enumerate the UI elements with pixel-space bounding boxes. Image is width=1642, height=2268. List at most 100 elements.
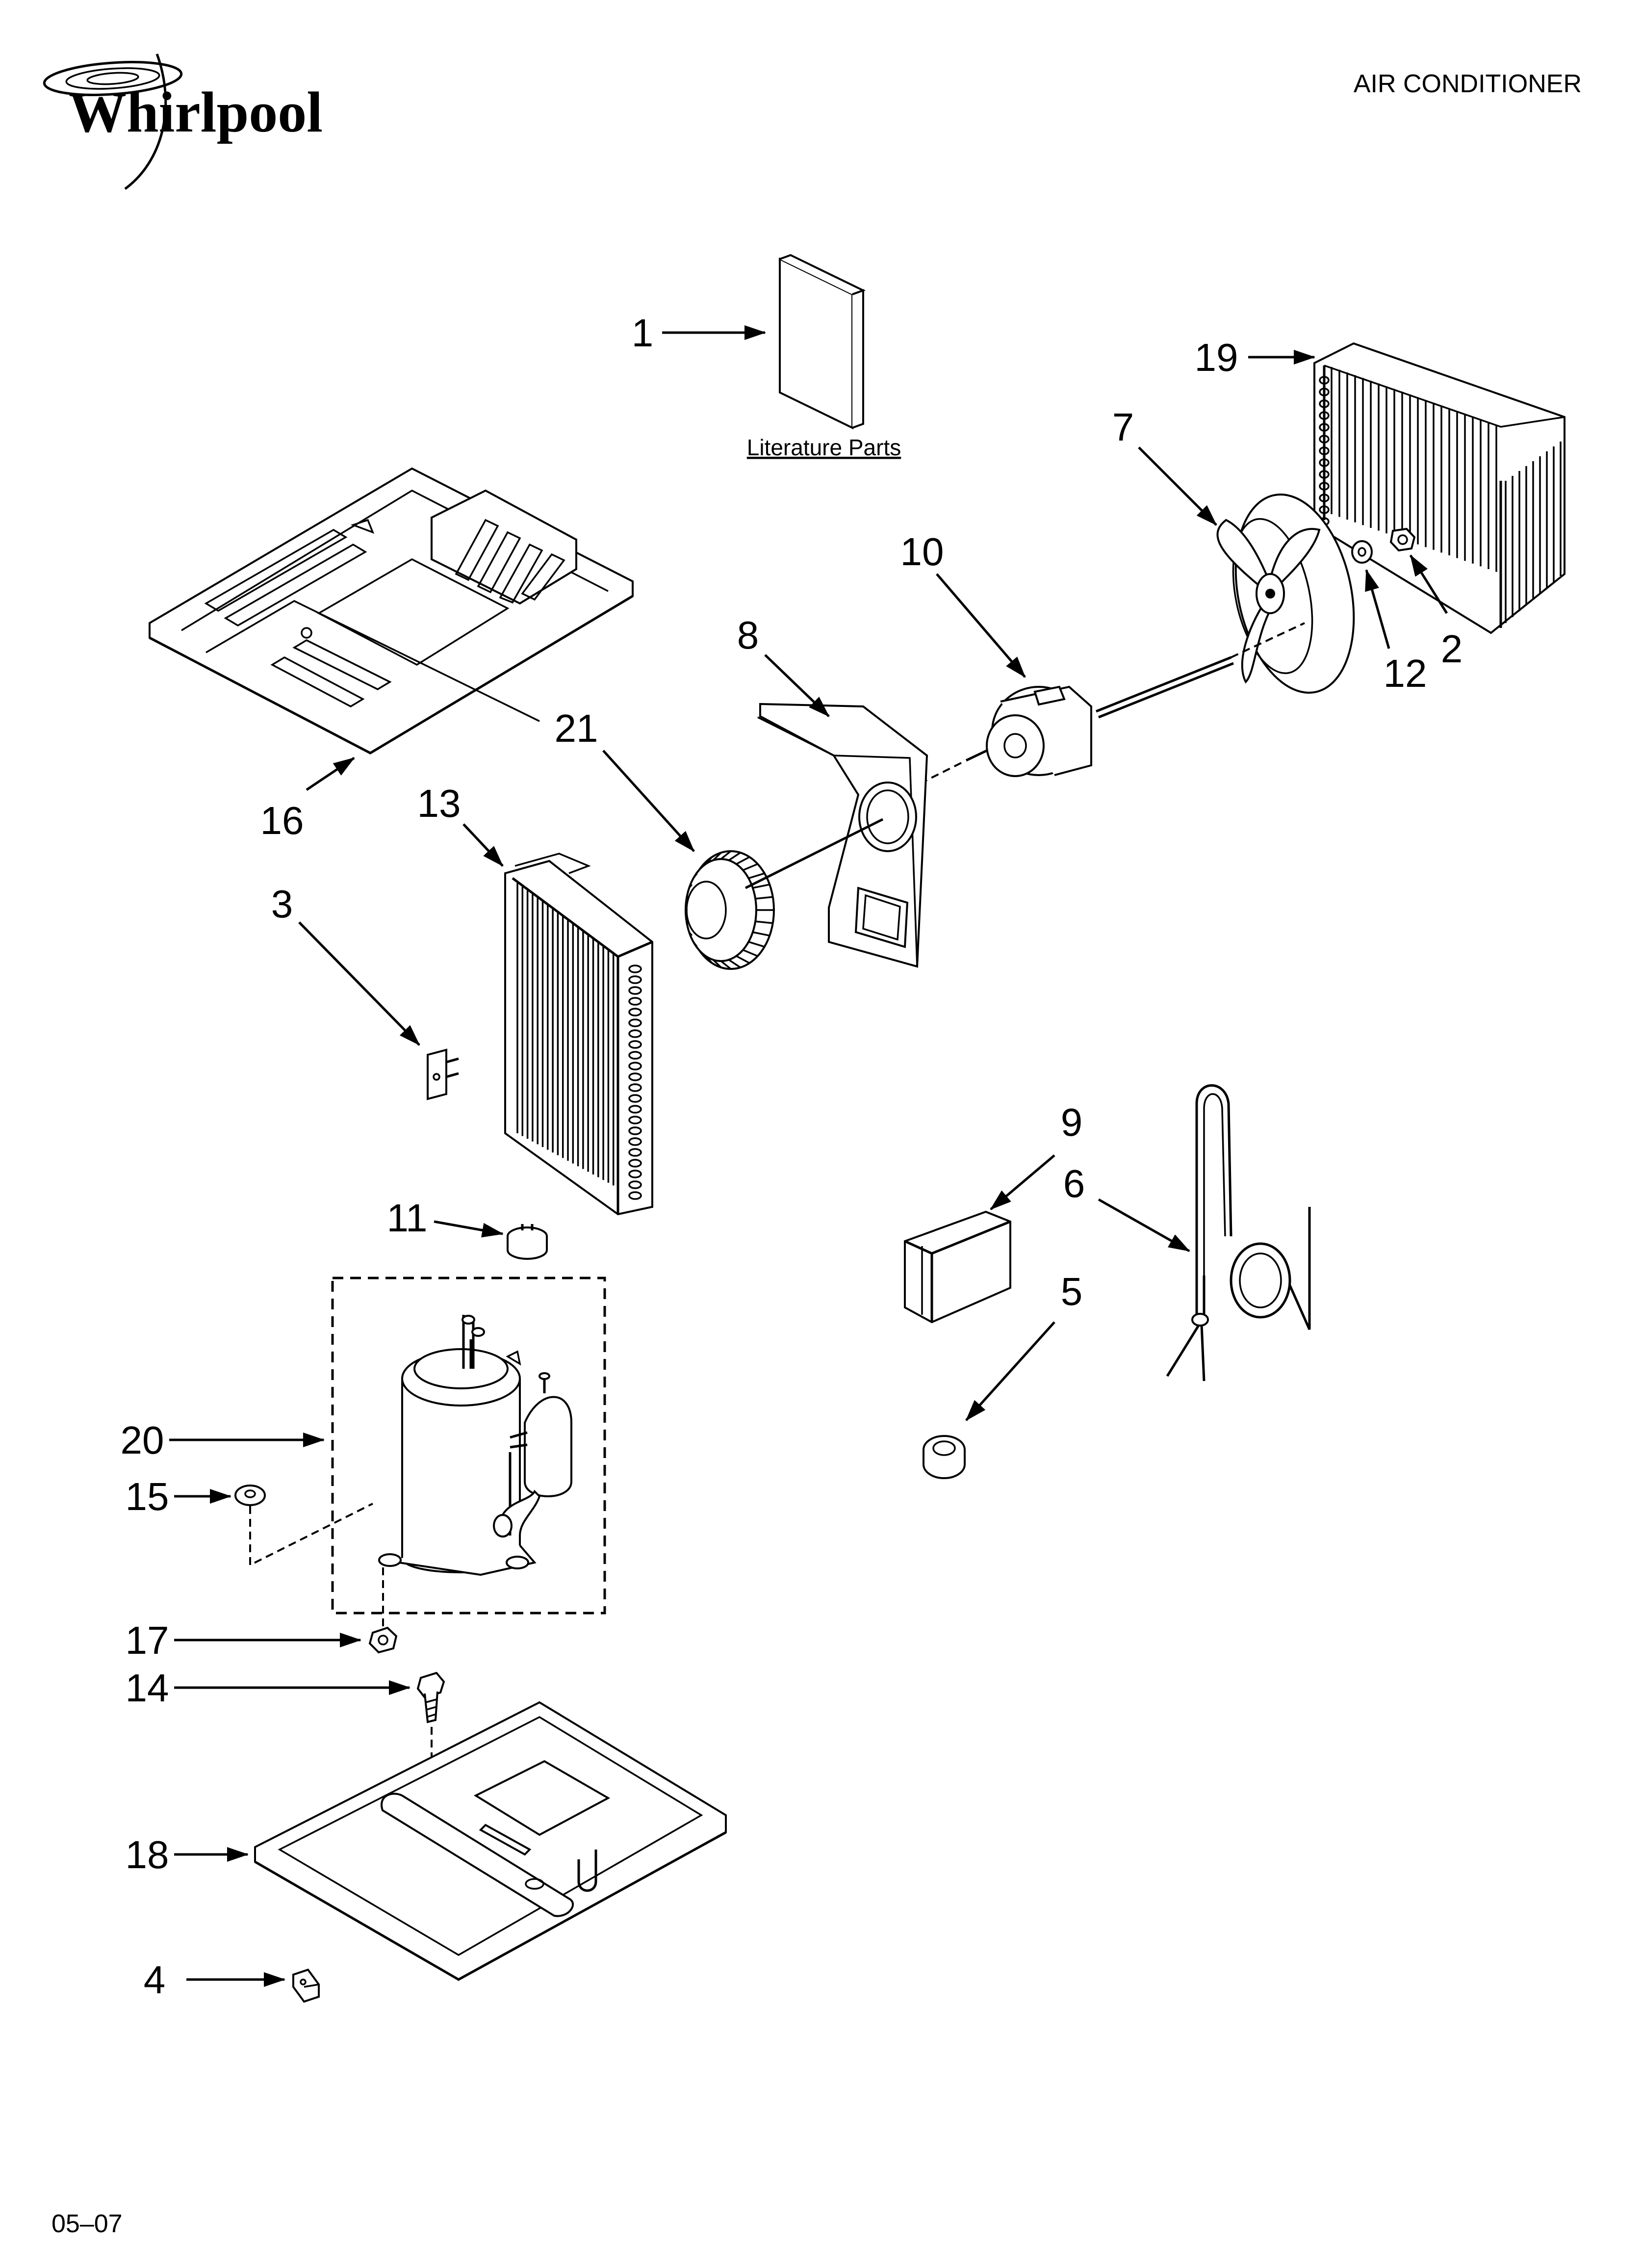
fin-line [720, 960, 732, 970]
fin-line [743, 949, 758, 957]
whirlpool-logo: Whirlpool [43, 53, 323, 190]
fan-motor [965, 656, 1234, 777]
callout-7: 7 [1112, 405, 1134, 449]
fin-line [752, 931, 770, 937]
compressor-assembly-box [331, 1277, 606, 1615]
coil-bend [1319, 505, 1330, 514]
coil-bend [628, 997, 642, 1006]
compressor [378, 1315, 572, 1576]
base-pan [254, 1701, 727, 1981]
mount-centerline [249, 1503, 373, 1567]
coil-bend [1319, 435, 1330, 443]
leader-8 [764, 654, 830, 717]
callout-2: 2 [1441, 627, 1463, 671]
coil-bend [1319, 376, 1330, 385]
blower-wheel-vanes [686, 850, 774, 970]
compressor-mount-grommet [234, 1485, 266, 1506]
coil-bend [1319, 482, 1330, 491]
callout-5: 5 [1061, 1270, 1083, 1313]
fin-line [736, 955, 750, 964]
leader-7 [1138, 446, 1217, 526]
callout-16: 16 [260, 799, 304, 842]
callout-20: 20 [121, 1418, 164, 1462]
leader-9 [990, 1154, 1055, 1210]
fin-line [712, 959, 722, 968]
coil-bend [628, 1062, 642, 1070]
fin-line [736, 856, 750, 865]
condenser-fan-blade [1216, 494, 1355, 694]
capillary-tube [1166, 1084, 1311, 1382]
shaft-centerline [1231, 622, 1305, 658]
evaporator-coil-fins [516, 883, 642, 1200]
page-title: AIR CONDITIONER [1354, 70, 1582, 98]
leader-3 [298, 921, 420, 1046]
coil-bend [628, 965, 642, 973]
fin-line [755, 920, 773, 924]
coil-bend [628, 1051, 642, 1060]
coil-bend [628, 1018, 642, 1027]
coil-bend [628, 975, 642, 984]
fin-line [693, 941, 698, 947]
coil-bend [628, 1148, 642, 1157]
coil-bend [628, 1083, 642, 1092]
coil-bend [628, 1105, 642, 1114]
callout-15: 15 [126, 1475, 169, 1518]
callout-19: 19 [1195, 336, 1238, 379]
coil-bend [628, 1180, 642, 1189]
coil-bend [1319, 458, 1330, 467]
coil-bend [628, 1072, 642, 1081]
callout-1: 1 [632, 311, 654, 355]
brand-wordmark: Whirlpool [69, 80, 323, 144]
callout-17: 17 [126, 1618, 169, 1662]
callout-13: 13 [417, 782, 461, 825]
literature-booklet [779, 254, 866, 430]
coil-bend [628, 1126, 642, 1135]
callout-8: 8 [737, 613, 759, 657]
compressor-mount-nut [368, 1626, 398, 1654]
coil-bend [1319, 470, 1330, 479]
leader-2 [1409, 554, 1448, 614]
leader-6 [1098, 1198, 1190, 1252]
coil-bend [628, 1008, 642, 1017]
coil-bend [1319, 388, 1330, 396]
leader-12 [1365, 569, 1390, 649]
date-code: 05–07 [51, 2210, 123, 2238]
coil-bend [628, 1159, 642, 1168]
fin-line [720, 850, 732, 860]
leader-13 [462, 823, 504, 867]
coil-bend [1319, 494, 1330, 502]
motor-mount-bracket [757, 703, 928, 968]
fin-line [755, 896, 773, 900]
fan-nut [1389, 527, 1416, 552]
callout-18: 18 [126, 1833, 169, 1877]
callout-12: 12 [1384, 652, 1427, 695]
fin-line [686, 920, 690, 924]
coil-bend [628, 1116, 642, 1124]
fin-line [728, 959, 741, 968]
leader-11 [434, 1220, 504, 1238]
coil-bend [1319, 411, 1330, 420]
fin-line [728, 852, 741, 861]
literature-caption: Literature Parts [747, 435, 901, 460]
coil-bend [628, 986, 642, 995]
callout-10: 10 [900, 530, 944, 574]
mounting-screw [416, 1671, 445, 1723]
fin-line [705, 955, 713, 964]
coil-bend [628, 1094, 642, 1103]
fin-line [693, 873, 698, 879]
coil-bend [1319, 423, 1330, 432]
coil-bend [628, 1170, 642, 1178]
leader-21 [602, 750, 695, 852]
callout-21: 21 [555, 706, 598, 750]
callout-6: 6 [1063, 1162, 1085, 1205]
coil-bend [628, 1029, 642, 1038]
fin-line [752, 884, 770, 889]
fin-line [688, 932, 693, 937]
fin-line [712, 852, 722, 861]
leader-16 [306, 756, 355, 791]
fin-line [743, 863, 758, 871]
callout-11: 11 [386, 1196, 427, 1240]
leader-5 [965, 1321, 1055, 1421]
callout-3: 3 [271, 882, 293, 926]
